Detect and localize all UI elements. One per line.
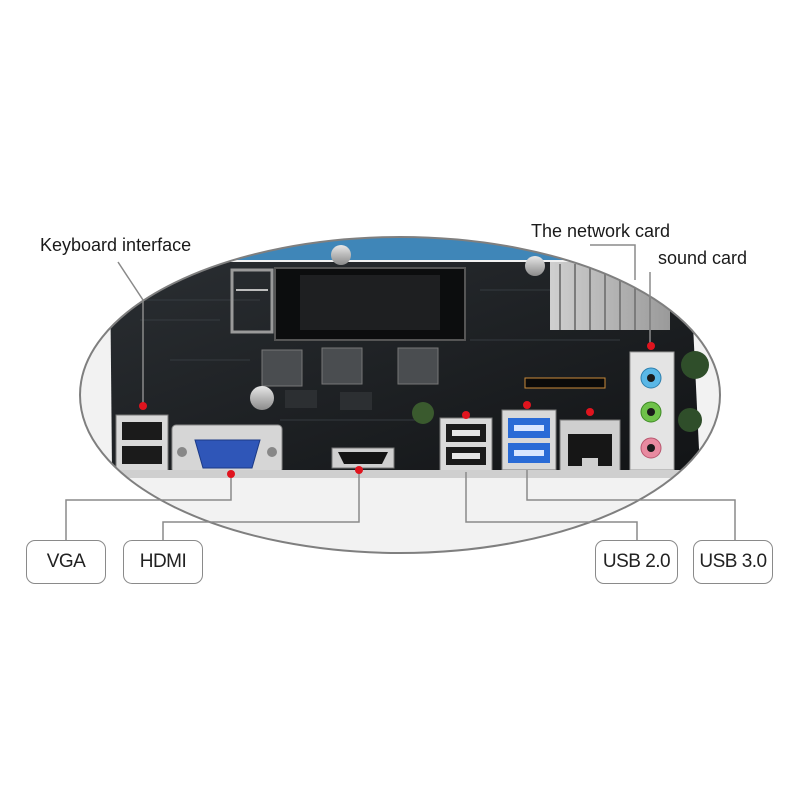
usb2-port-stack: [439, 417, 493, 473]
cpu-socket: [230, 267, 466, 341]
audio-jack-panel: [629, 351, 675, 471]
marker-dot: [523, 401, 531, 409]
marker-dots: [139, 342, 655, 478]
usb20-tag: USB 2.0: [595, 540, 678, 584]
keyboard-port-stack: [115, 414, 169, 472]
board-closeup: [80, 237, 720, 553]
vga-tag: VGA: [26, 540, 106, 584]
marker-dot: [586, 408, 594, 416]
marker-dot: [355, 466, 363, 474]
heatsink: [550, 262, 670, 330]
pin-header: [524, 377, 606, 389]
leader-lines: [65, 244, 736, 545]
sound-card-label: sound card: [658, 248, 748, 268]
power-chokes: [261, 347, 439, 410]
marker-dot: [139, 402, 147, 410]
marker-dot: [647, 342, 655, 350]
marker-dot: [227, 470, 235, 478]
vga-port: [171, 424, 283, 474]
callout-oval: [79, 236, 721, 554]
marker-dot: [462, 411, 470, 419]
keyboard-interface-label: Keyboard interface: [40, 235, 192, 255]
ethernet-port: [559, 419, 621, 473]
network-card-label: The network card: [531, 221, 671, 241]
hdmi-tag: HDMI: [123, 540, 203, 584]
usb30-tag: USB 3.0: [693, 540, 773, 584]
usb3-port-stack: [501, 409, 557, 471]
hdmi-port: [331, 447, 395, 469]
capacitors: [250, 245, 709, 432]
